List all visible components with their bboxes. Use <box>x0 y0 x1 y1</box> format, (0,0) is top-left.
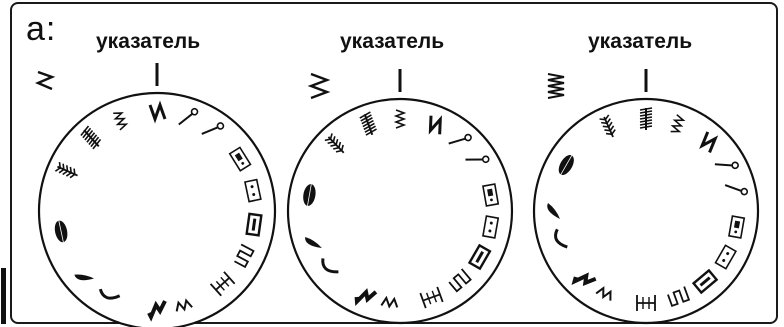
rick-rack-stitch-icon <box>380 295 399 309</box>
selected-stitch-icon <box>547 73 565 99</box>
overlock-stitch-icon <box>639 107 653 130</box>
needle-stitch-icon <box>201 122 225 135</box>
zigzag-bold-stitch-icon <box>699 131 719 153</box>
dial-ring <box>37 91 277 327</box>
stitch-dial-3 <box>532 69 760 325</box>
buttonhole-2-stitch-icon <box>244 178 262 203</box>
pointer-label-dial-3: указатель <box>588 30 693 53</box>
pointer-label-dial-2: указатель <box>340 30 445 53</box>
panel-label: а: <box>26 10 57 48</box>
stretch-stitch-icon <box>209 271 236 297</box>
stretch-stitch-icon <box>636 295 656 311</box>
pointer-label-dial-1: указатель <box>96 30 201 53</box>
blind-stitch-icon <box>667 286 691 308</box>
zigzag-bold-stitch-icon <box>148 100 167 124</box>
tiny-zigzag-stitch-icon <box>393 109 407 129</box>
feather-stitch-icon <box>54 161 78 179</box>
needle-stitch-icon <box>724 184 749 196</box>
blind-stitch-icon <box>448 268 472 293</box>
selected-stitch-icon <box>34 70 56 91</box>
arc-stitch-icon <box>554 228 568 249</box>
selected-stitch-icon <box>307 72 331 100</box>
edge-mark <box>1 268 6 324</box>
needle-stitch-icon <box>448 133 472 145</box>
rick-rack-stitch-icon <box>595 286 612 301</box>
feather-stitch-icon <box>599 114 616 138</box>
buttonhole-2-stitch-icon <box>482 215 500 239</box>
overlock-stitch-icon <box>80 125 102 150</box>
fern-stitch-icon <box>547 203 560 219</box>
tiny-zigzag-stitch-icon <box>113 112 129 131</box>
feather-stitch-icon <box>324 133 345 154</box>
tiny-zigzag-stitch-icon <box>670 114 686 133</box>
buttonhole-stitch-icon <box>228 146 252 172</box>
wave-bold-stitch-icon <box>571 272 597 287</box>
needle-stitch-icon <box>465 155 490 164</box>
buttonhole-2-stitch-icon <box>714 244 737 270</box>
zigzag-bold-stitch-icon <box>428 115 442 135</box>
wave-bold-stitch-icon <box>147 300 167 322</box>
leaf-stitch-icon <box>558 155 574 175</box>
buttonhole-stitch-icon <box>482 183 500 207</box>
dial-ring <box>532 97 760 325</box>
blind-stitch-icon <box>234 243 255 269</box>
buttonhole-stitch-icon <box>728 215 746 239</box>
stitch-dial-2 <box>286 69 514 325</box>
fern-stitch-icon <box>305 237 322 248</box>
leaf-stitch-icon <box>303 184 316 206</box>
stitch-dial-1 <box>34 63 277 327</box>
buttonhole-3-stitch-icon <box>691 268 719 295</box>
needle-stitch-icon <box>714 161 739 170</box>
stretch-stitch-icon <box>419 286 444 309</box>
wave-bold-stitch-icon <box>354 288 378 306</box>
buttonhole-3-stitch-icon <box>245 212 263 237</box>
fern-stitch-icon <box>74 274 95 281</box>
dial-ring <box>286 97 514 325</box>
arc-stitch-icon <box>98 288 121 300</box>
buttonhole-3-stitch-icon <box>467 243 492 271</box>
arc-stitch-icon <box>321 258 339 274</box>
leaf-stitch-icon <box>54 220 68 243</box>
overlock-stitch-icon <box>359 111 377 136</box>
rick-rack-stitch-icon <box>175 298 193 312</box>
needle-stitch-icon <box>178 107 199 126</box>
